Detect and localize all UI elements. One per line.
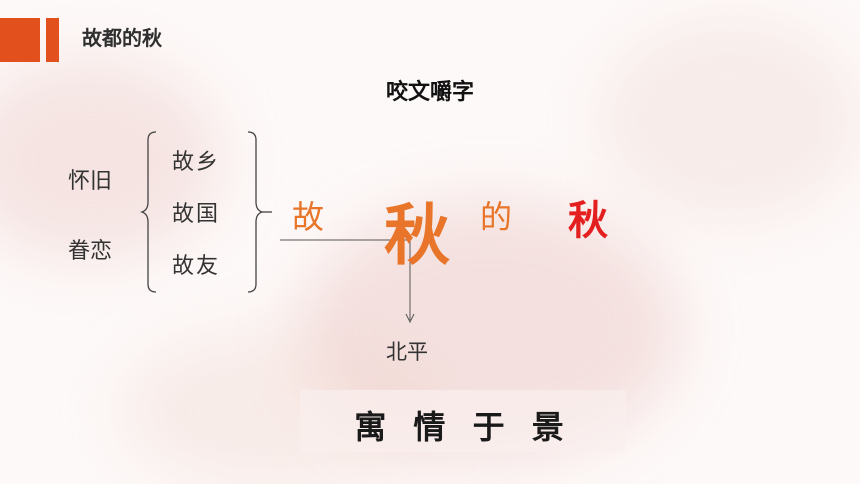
- left-word-nostalgia: 怀旧: [68, 169, 113, 194]
- background-blot: [600, 20, 860, 220]
- list-item-homeland: 故国: [172, 202, 221, 227]
- header-title: 故都的秋: [82, 26, 162, 50]
- background-blot: [0, 60, 220, 260]
- char-qiu-red: 秋: [568, 198, 608, 244]
- header-accent-bar-small: [46, 18, 59, 62]
- left-brace: [140, 131, 157, 293]
- right-brace: [247, 131, 272, 293]
- char-qiu-large: 秋: [384, 197, 450, 274]
- header-accent-bar: [0, 18, 40, 62]
- char-de: 的: [480, 198, 513, 236]
- left-word-attachment: 眷恋: [68, 239, 113, 264]
- summary-box: [300, 390, 626, 452]
- beiping-label: 北平: [386, 340, 428, 364]
- list-item-hometown: 故乡: [172, 150, 221, 175]
- summary-phrase: 寓 情 于 景: [354, 408, 572, 446]
- list-item-old-friends: 故友: [172, 254, 221, 279]
- section-title: 咬文嚼字: [385, 80, 474, 105]
- char-gu: 故: [292, 198, 325, 236]
